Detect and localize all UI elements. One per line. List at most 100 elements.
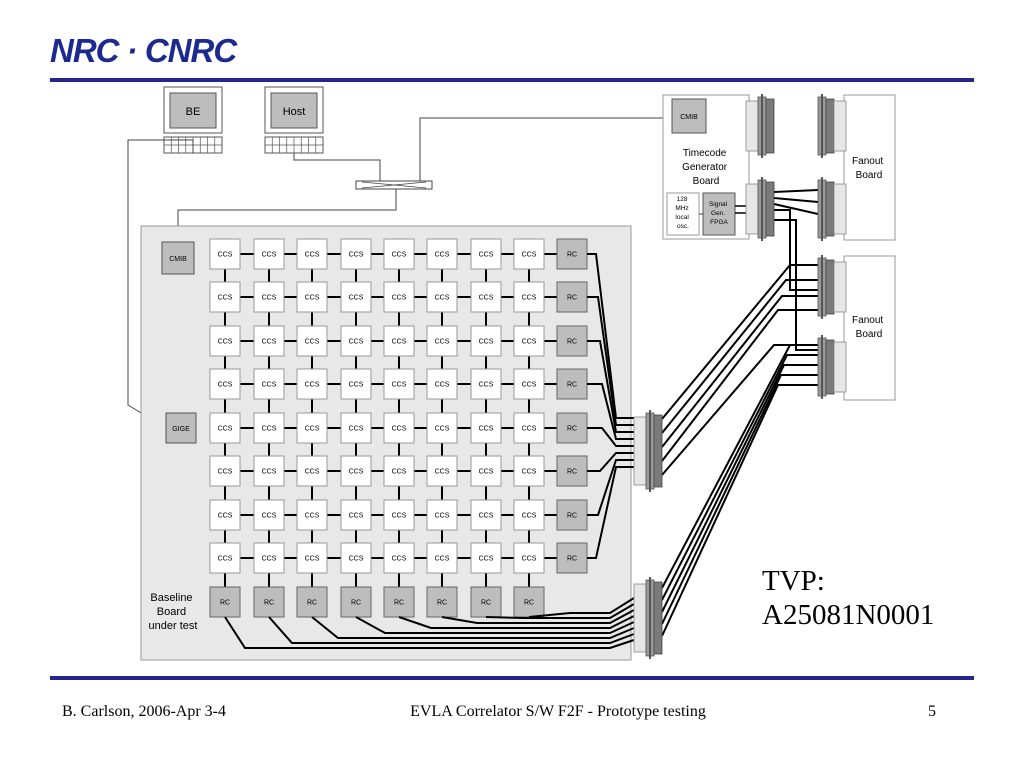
ccs-module: [253, 281, 285, 313]
rc-module: [253, 586, 285, 618]
connectors: [633, 94, 847, 659]
module-grid: CCS CCS CCS CCS CCS CCS CCS CCS RC CCS CCS CCS CCS CC…: [209, 238, 588, 618]
footer-page-number: 5: [928, 703, 936, 720]
ccs-label: CCS: [479, 513, 494, 520]
ccs-module: [296, 368, 328, 400]
fanout1-connector-upper: [817, 94, 847, 158]
ccs-label: CCS: [305, 382, 320, 389]
ccs-label: CCS: [435, 339, 450, 346]
fanout2-connector-upper: [817, 255, 847, 319]
ccs-label: CCS: [218, 556, 233, 563]
rc-label: RC: [220, 600, 230, 607]
ccs-module: [426, 542, 458, 574]
ccs-label: CCS: [522, 252, 537, 259]
footer-rule: [50, 676, 974, 680]
ccs-module: [296, 412, 328, 444]
fanout-cable: [661, 295, 818, 448]
ccs-module: [383, 542, 415, 574]
rc-module: [556, 368, 588, 400]
ccs-label: CCS: [522, 513, 537, 520]
rc-cable: [587, 452, 634, 472]
rc-cable: [528, 597, 635, 618]
ccs-module: [513, 455, 545, 487]
be-label: BE: [186, 106, 201, 118]
ccs-module: [426, 281, 458, 313]
ccs-label: CCS: [522, 295, 537, 302]
fanout-board-1: Fanout Board: [843, 94, 896, 241]
ccs-module: [296, 238, 328, 270]
rc-cable: [355, 616, 635, 634]
rc-label: RC: [567, 295, 577, 302]
timecode-cable: [774, 219, 818, 351]
rc-label: RC: [481, 600, 491, 607]
local-oscillator: [666, 192, 700, 236]
ccs-label: CCS: [392, 295, 407, 302]
timecode-connector-lower: [745, 177, 775, 241]
rc-module: [556, 281, 588, 313]
ccs-label: CCS: [435, 556, 450, 563]
ccs-module: [383, 281, 415, 313]
ccs-module: [209, 281, 241, 313]
rc-cable: [587, 427, 634, 447]
ccs-module: [426, 412, 458, 444]
ccs-label: CCS: [435, 469, 450, 476]
ccs-label: CCS: [435, 252, 450, 259]
ccs-module: [253, 368, 285, 400]
gige-module: [165, 412, 197, 444]
ccs-module: [513, 238, 545, 270]
footer-title: EVLA Correlator S/W F2F - Prototype test…: [410, 703, 706, 720]
fanout-cable: [661, 354, 818, 601]
ccs-label: CCS: [349, 513, 364, 520]
ccs-module: [296, 455, 328, 487]
ccs-label: CCS: [218, 382, 233, 389]
ccs-label: CCS: [392, 339, 407, 346]
be-computer: BE: [163, 86, 223, 154]
rc-label: RC: [567, 339, 577, 346]
network-hub: [355, 180, 433, 190]
ccs-module: [209, 325, 241, 357]
fanout2-connector-lower: [817, 335, 847, 399]
ccs-label: CCS: [305, 469, 320, 476]
fanout-cable: [661, 309, 818, 462]
ccs-module: [253, 412, 285, 444]
ccs-module: [470, 368, 502, 400]
ccs-label: CCS: [349, 252, 364, 259]
rc-cable: [485, 603, 635, 619]
ccs-label: CCS: [522, 339, 537, 346]
fpga-label: Signal Gen. FPGA: [709, 201, 729, 226]
ccs-label: CCS: [262, 556, 277, 563]
ccs-label: CCS: [435, 382, 450, 389]
ccs-label: CCS: [218, 426, 233, 433]
ccs-label: CCS: [435, 426, 450, 433]
rc-label: RC: [567, 469, 577, 476]
nrc-cnrc-logo: NRC · CNRC: [50, 32, 238, 69]
ccs-label: CCS: [479, 252, 494, 259]
ccs-module: [470, 499, 502, 531]
ccs-module: [296, 499, 328, 531]
rc-label: RC: [567, 513, 577, 520]
ccs-label: CCS: [392, 252, 407, 259]
ccs-module: [296, 281, 328, 313]
ccs-module: [340, 238, 372, 270]
signal-gen-fpga: [702, 192, 736, 236]
ccs-label: CCS: [305, 426, 320, 433]
ccs-label: CCS: [392, 513, 407, 520]
ccs-label: CCS: [218, 513, 233, 520]
fanout-cable: [661, 264, 818, 420]
keyboard-icon: [264, 136, 324, 154]
rc-module: [556, 325, 588, 357]
ccs-module: [209, 455, 241, 487]
ccs-module: [513, 368, 545, 400]
ccs-module: [383, 325, 415, 357]
rc-cable: [587, 459, 634, 516]
rc-label: RC: [567, 556, 577, 563]
ccs-label: CCS: [262, 295, 277, 302]
ccs-label: CCS: [349, 382, 364, 389]
ccs-label: CCS: [392, 469, 407, 476]
rc-label: RC: [394, 600, 404, 607]
rc-cable: [398, 615, 635, 629]
ccs-module: [426, 238, 458, 270]
ccs-module: [426, 325, 458, 357]
ccs-module: [383, 455, 415, 487]
